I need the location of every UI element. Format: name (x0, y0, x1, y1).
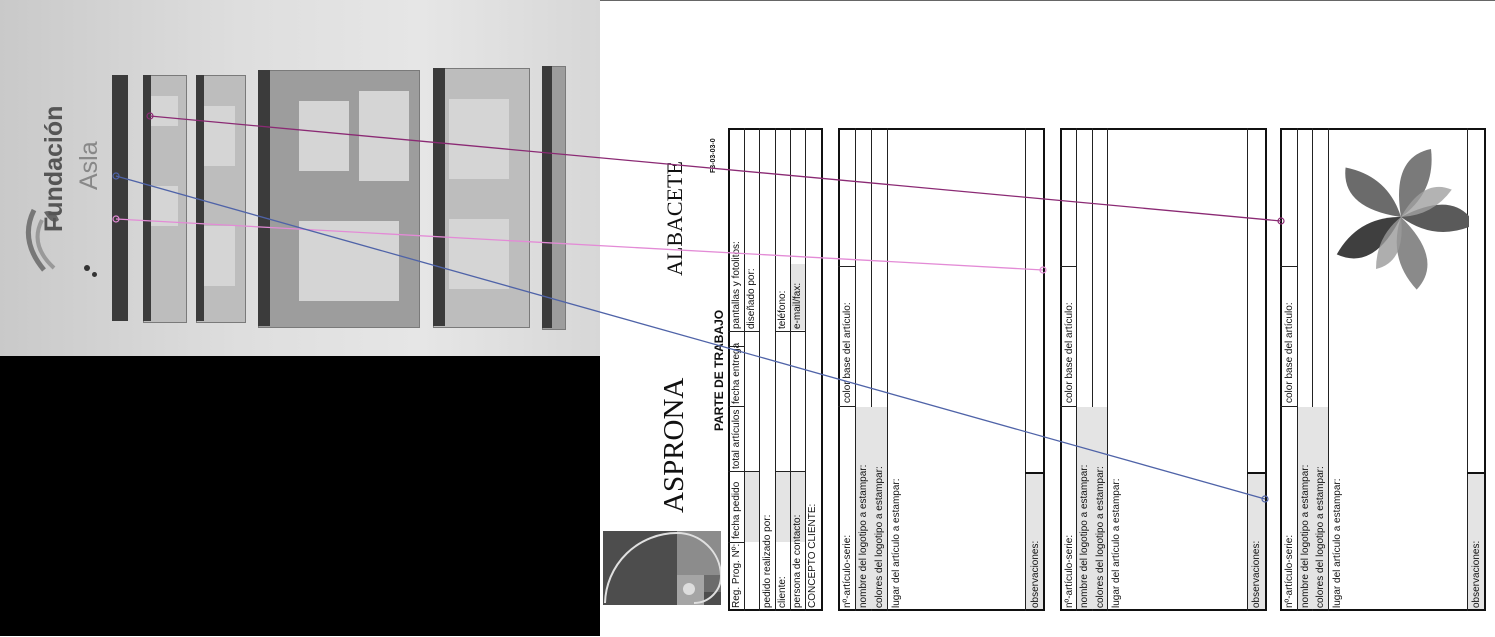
total-articles-label: total artículos (731, 409, 742, 469)
fundacion-asla-logo-icon (25, 208, 59, 272)
reg-prog-label: Reg. Prog. Nº: (731, 543, 742, 608)
form-section-header (258, 70, 270, 326)
article-1-base-color-label: color base del artículo: (842, 302, 853, 403)
article-1-logo-colors-label: colores del logotipo a estampar: (874, 466, 885, 608)
form-section-header (196, 75, 204, 321)
logo-word-asla: Asla (75, 141, 103, 190)
form-section-header (433, 68, 445, 326)
designed-by-label: diseñado por: (746, 268, 757, 329)
brand-asprona: ASPRONA (658, 377, 690, 513)
article-3-base-color-label: color base del artículo: (1284, 302, 1295, 403)
pinwheel-logo-icon (1336, 149, 1469, 290)
scanned-form-photo: Fundación Asla (0, 0, 600, 356)
article-3-logo-colors-label: colores del logotipo a estampar: (1315, 466, 1326, 608)
email-fax-label: e-mail/fax: (792, 282, 803, 329)
form-section-operators (258, 70, 420, 328)
screens-photolith-label: pantallas y fotolitos: (731, 241, 742, 329)
article-2-logo-colors-label: colores del logotipo a estampar: (1095, 466, 1106, 608)
logo-dot (92, 272, 97, 277)
form-section-header (143, 75, 151, 321)
article-2-logo-name-label: nombre del logotipo a estampar: (1079, 464, 1090, 608)
article-2-serie-label: nº-artículo-serie: (1064, 534, 1075, 608)
article-1-logo-name-label: nombre del logotipo a estampar: (858, 464, 869, 608)
golden-spiral-logo-icon (603, 531, 721, 605)
logo-dot (84, 265, 90, 271)
article-3-notes-label: observaciones: (1471, 540, 1482, 608)
contact-person-label: persona de contacto: (792, 514, 803, 608)
logo-word-fundacion: Fundación (40, 105, 68, 232)
article-3-serie-label: nº-artículo-serie: (1284, 534, 1295, 608)
document-code: F3-03-03-0 (710, 138, 717, 173)
article-3-place-label: lugar del artículo a estampar: (1332, 478, 1343, 608)
order-date-label: fecha pedido (731, 481, 742, 539)
form-section-header (542, 66, 552, 328)
document-title: PARTE DE TRABAJO (712, 309, 726, 431)
article-1-notes-label: observaciones: (1030, 540, 1041, 608)
ordered-by-label: pedido realizado por: (762, 514, 773, 608)
empty-canvas-area (0, 356, 600, 636)
city-albacete: ALBACETE (662, 161, 687, 276)
form-header-bar (112, 75, 128, 321)
client-concept-label: CONCEPTO CLIENTE: (807, 503, 818, 608)
article-3-logo-name-label: nombre del logotipo a estampar: (1300, 464, 1311, 608)
work-order-document: ASPRONA ALBACETE PARTE DE TRABAJO F3-03-… (600, 0, 1495, 637)
article-2-notes-label: observaciones: (1251, 540, 1262, 608)
article-2-base-color-label: color base del artículo: (1064, 302, 1075, 403)
article-1-serie-label: nº-artículo-serie: (842, 534, 853, 608)
form-section-printing (433, 68, 530, 328)
phone-label: teléfono: (777, 290, 788, 329)
article-2-place-label: lugar del artículo a estampar: (1111, 478, 1122, 608)
delivery-date-label: fecha entrega (731, 342, 742, 404)
client-label: cliente: (777, 576, 788, 608)
article-block-3 (1280, 128, 1486, 611)
article-1-place-label: lugar del artículo a estampar: (891, 478, 902, 608)
